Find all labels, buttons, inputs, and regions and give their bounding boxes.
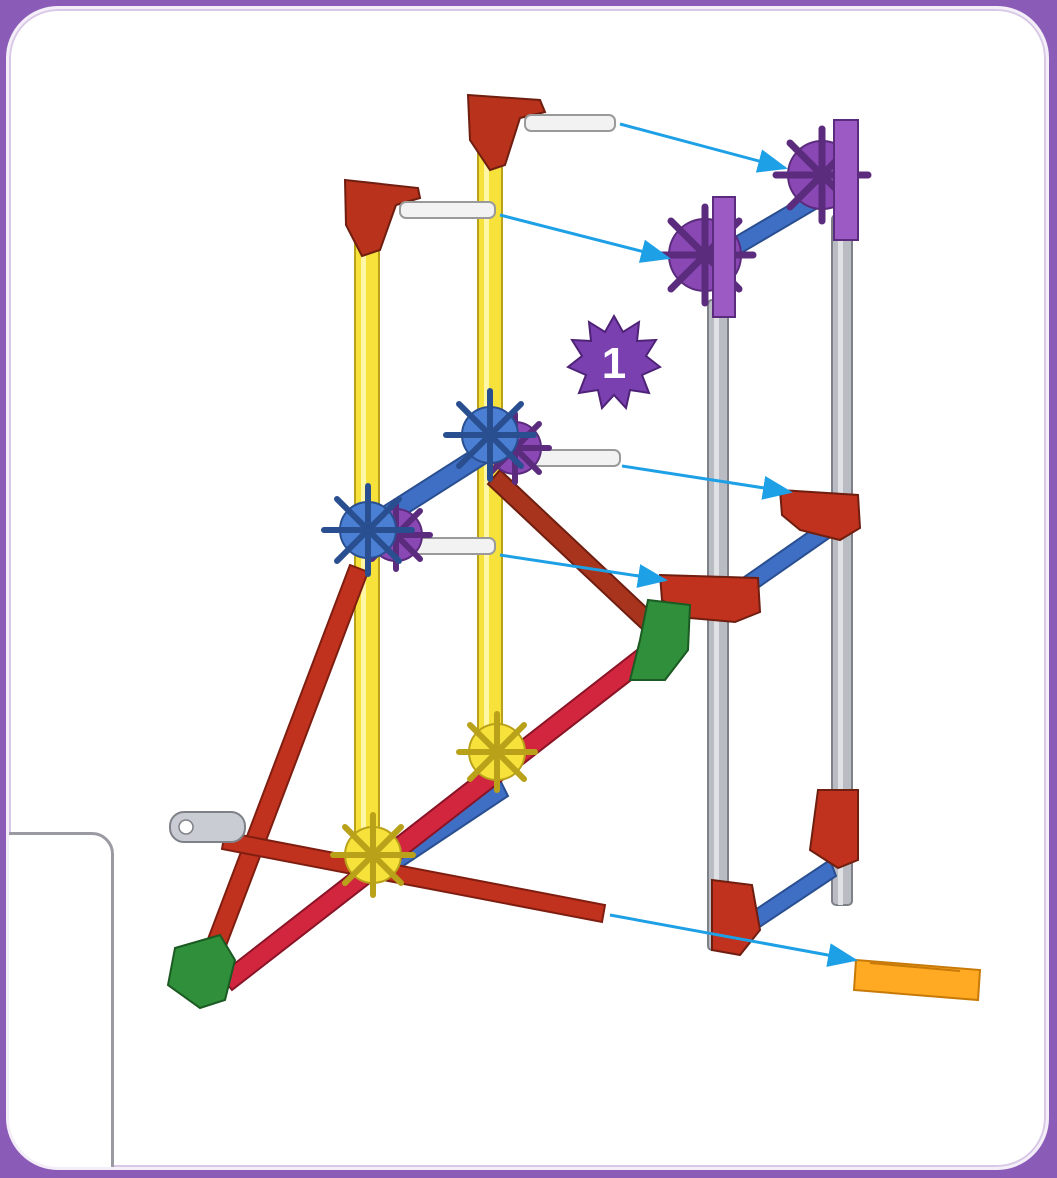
step-badge: 1	[568, 316, 660, 408]
green-connectors	[168, 600, 690, 1008]
orange-clip	[854, 960, 980, 1000]
step-number: 1	[602, 339, 626, 388]
gray-crank-piece	[170, 812, 245, 842]
